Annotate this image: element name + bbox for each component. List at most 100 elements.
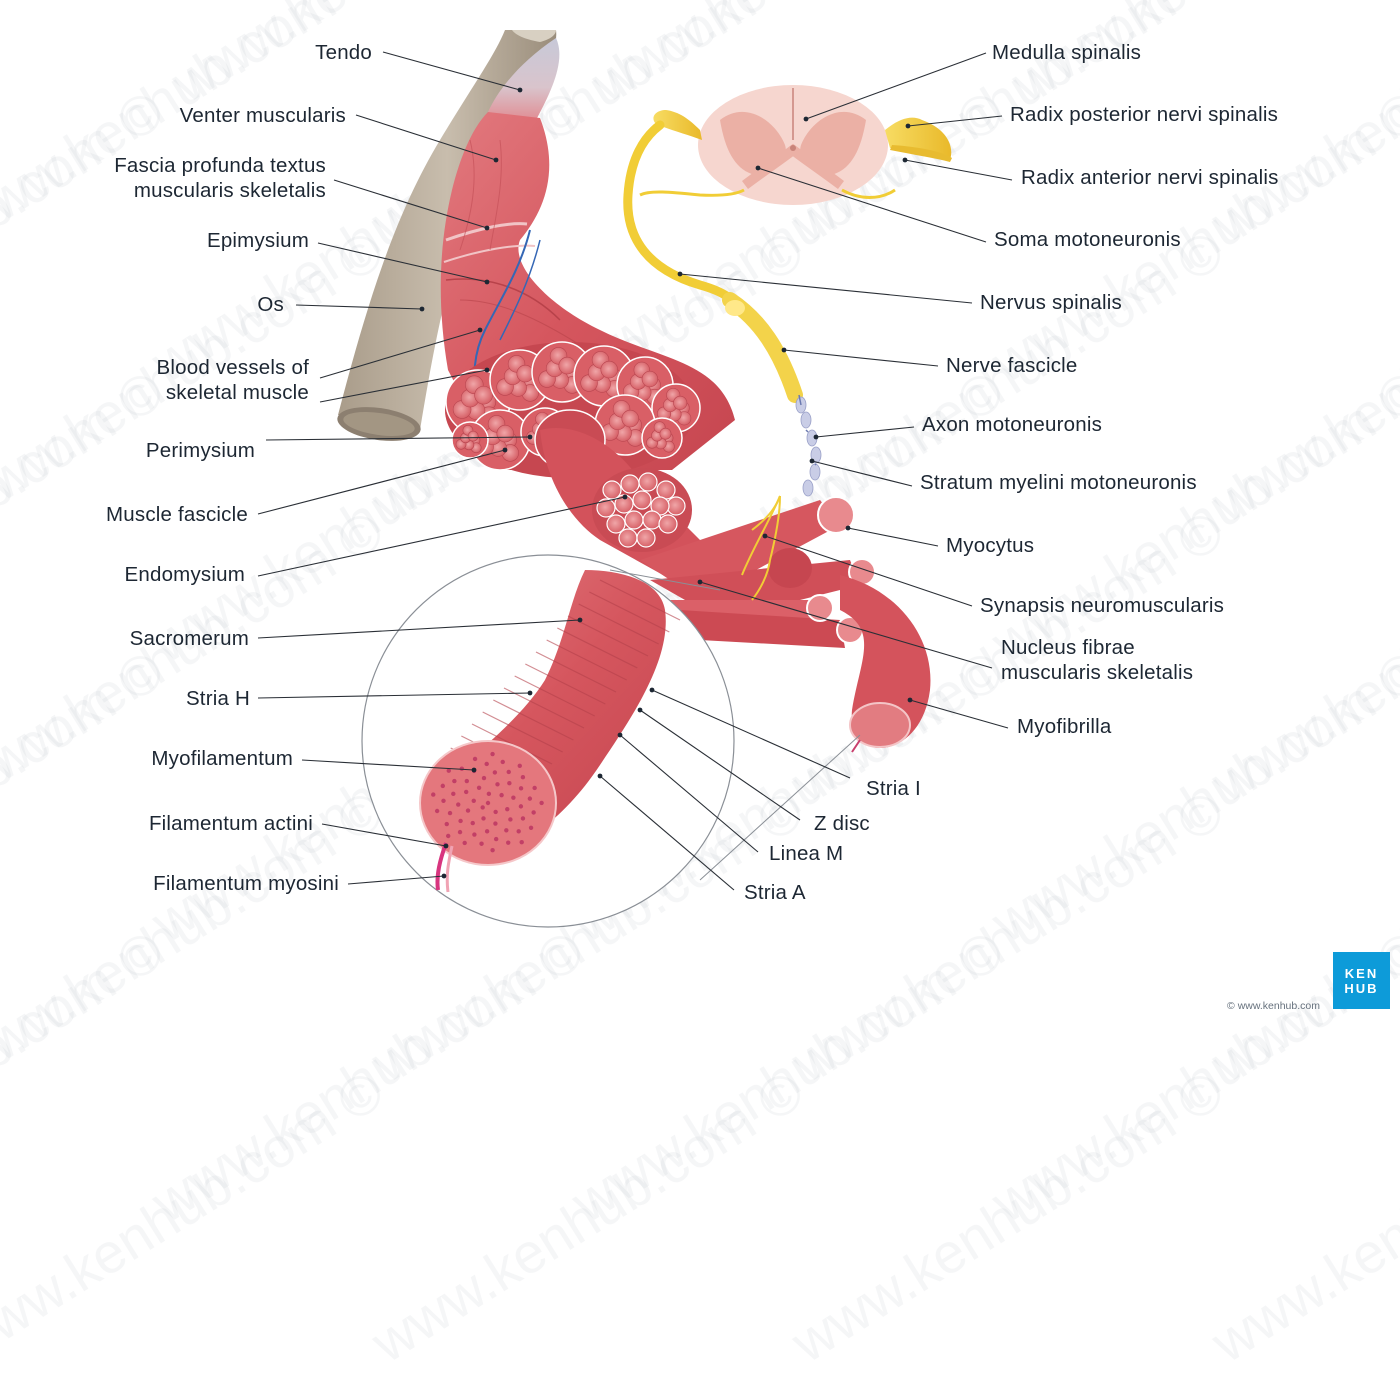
leader-dot bbox=[845, 525, 851, 531]
zoom-circle bbox=[361, 554, 861, 928]
myofilament-dot bbox=[484, 829, 490, 834]
leader-line bbox=[301, 759, 475, 771]
label-radix-anterior: Radix anterior nervi spinalis bbox=[1021, 166, 1279, 189]
striation-band bbox=[525, 663, 606, 705]
myofilament-dot bbox=[484, 761, 489, 767]
myofilament-dot bbox=[470, 820, 475, 826]
label-stria-i: Stria I bbox=[866, 777, 921, 800]
label-myofilamentum: Myofilamentum bbox=[151, 747, 293, 770]
watermark-text: www.kenhub.com © bbox=[780, 1058, 1235, 1375]
label-blood-line2: skeletal muscle bbox=[165, 381, 309, 404]
myelin-segment bbox=[800, 411, 812, 429]
spinal-cord bbox=[698, 85, 888, 205]
fiber-cross-section bbox=[606, 514, 626, 534]
label-endomysium: Endomysium bbox=[124, 563, 245, 586]
label-nucleus-fibrae: Nucleus fibrae muscularis skeletalis bbox=[1001, 635, 1193, 685]
leader-line bbox=[679, 273, 973, 304]
myofilament-dot bbox=[472, 832, 477, 837]
label-nerve-fascicle: Nerve fascicle bbox=[946, 354, 1078, 377]
leader-dot bbox=[527, 434, 533, 440]
kenhub-logo: KEN HUB bbox=[1333, 952, 1390, 1009]
striation-band bbox=[578, 603, 659, 645]
label-myofibrilla: Myofibrilla bbox=[1017, 715, 1112, 738]
myofilament-dot bbox=[481, 775, 487, 781]
label-axon-motoneuronis: Axon motoneuronis bbox=[922, 413, 1103, 436]
muscle-cross-section bbox=[445, 341, 701, 478]
fiber-cross-section bbox=[624, 510, 644, 530]
leader-dot bbox=[441, 873, 447, 879]
kenhub-logo-line1: KEN bbox=[1344, 965, 1379, 981]
muscle-fiber bbox=[641, 370, 659, 388]
label-stria-a: Stria A bbox=[744, 881, 806, 904]
fiber-cross-section bbox=[656, 480, 676, 500]
striation-band bbox=[514, 675, 595, 717]
fiber-cross-section bbox=[602, 480, 622, 500]
label-stria-h: Stria H bbox=[185, 687, 250, 710]
myofilament-dot bbox=[440, 783, 446, 789]
leader-line bbox=[355, 114, 497, 161]
kenhub-logo-line2: HUB bbox=[1344, 980, 1379, 996]
leader-dot bbox=[471, 767, 477, 773]
myofilament-dot bbox=[446, 833, 451, 839]
striation-band bbox=[589, 591, 670, 633]
myofilament-dot bbox=[508, 817, 513, 822]
copyright-text: © www.kenhub.com bbox=[1227, 1000, 1320, 1012]
leader-dot bbox=[517, 87, 523, 93]
myofilament-dot bbox=[456, 802, 461, 807]
myofilament-dot bbox=[464, 778, 470, 784]
label-blood-line1: Blood vessels of bbox=[156, 356, 309, 379]
label-fascia-profunda: Fascia profunda textus muscularis skelet… bbox=[40, 153, 326, 203]
leader-line bbox=[847, 527, 939, 547]
myofilament-dot bbox=[434, 808, 440, 814]
myofilament-dot bbox=[447, 810, 453, 816]
leader-line bbox=[764, 535, 973, 607]
leader-dot bbox=[577, 617, 583, 623]
label-blood-vessels: Blood vessels of skeletal muscle bbox=[80, 355, 309, 405]
myofilament-dot bbox=[463, 789, 469, 795]
fiber-cross-section bbox=[596, 498, 616, 518]
myofilament-dot bbox=[532, 785, 537, 791]
label-stratum-myelini: Stratum myelini motoneuronis bbox=[920, 471, 1197, 494]
striation-band bbox=[482, 711, 563, 753]
leader-line bbox=[333, 179, 488, 229]
leader-dot bbox=[484, 225, 490, 231]
leader-dot bbox=[813, 434, 819, 440]
leader-dot bbox=[502, 447, 508, 453]
muscle-fiber bbox=[621, 409, 639, 428]
myofilament-dot bbox=[431, 792, 436, 797]
label-epimysium: Epimysium bbox=[206, 229, 309, 252]
myofilament-dot bbox=[458, 818, 463, 824]
label-soma-motoneuronis: Soma motoneuronis bbox=[994, 228, 1181, 251]
leader-line bbox=[382, 51, 521, 91]
muscle-fiber bbox=[474, 385, 493, 405]
leader-line bbox=[319, 369, 488, 403]
label-venter-muscularis: Venter muscularis bbox=[179, 104, 346, 127]
leader-line bbox=[347, 875, 445, 885]
myofilament-dot bbox=[493, 836, 499, 842]
watermark-text: www.kenhub.com © bbox=[1200, 1058, 1400, 1375]
myofibrilla-strand bbox=[840, 575, 931, 753]
fiber-cross-section bbox=[636, 528, 656, 548]
fiber-cross-section bbox=[618, 528, 638, 548]
leader-line bbox=[904, 159, 1013, 181]
leader-dot bbox=[419, 306, 425, 312]
myofilament-dot bbox=[441, 798, 446, 803]
myofilament-dot bbox=[444, 821, 449, 827]
leader-line bbox=[257, 619, 581, 639]
muscle-fiber bbox=[600, 360, 618, 379]
label-muscle-fascicle: Muscle fascicle bbox=[106, 503, 248, 526]
label-radix-posterior: Radix posterior nervi spinalis bbox=[1010, 103, 1279, 126]
leader-line bbox=[257, 496, 626, 577]
leader-dot bbox=[755, 165, 761, 171]
leader-line bbox=[321, 823, 447, 847]
myofilament-dot bbox=[528, 825, 534, 831]
myofilament-dot bbox=[476, 785, 482, 790]
myofilament-dot bbox=[480, 805, 485, 810]
leader-dot bbox=[809, 458, 815, 464]
label-nucleus-line2: muscularis skeletalis bbox=[1001, 661, 1194, 684]
muscle-fiber bbox=[558, 356, 576, 375]
label-z-disc: Z disc bbox=[814, 812, 870, 835]
muscle-fiber bbox=[467, 430, 479, 442]
myofilament-dot bbox=[486, 791, 492, 797]
